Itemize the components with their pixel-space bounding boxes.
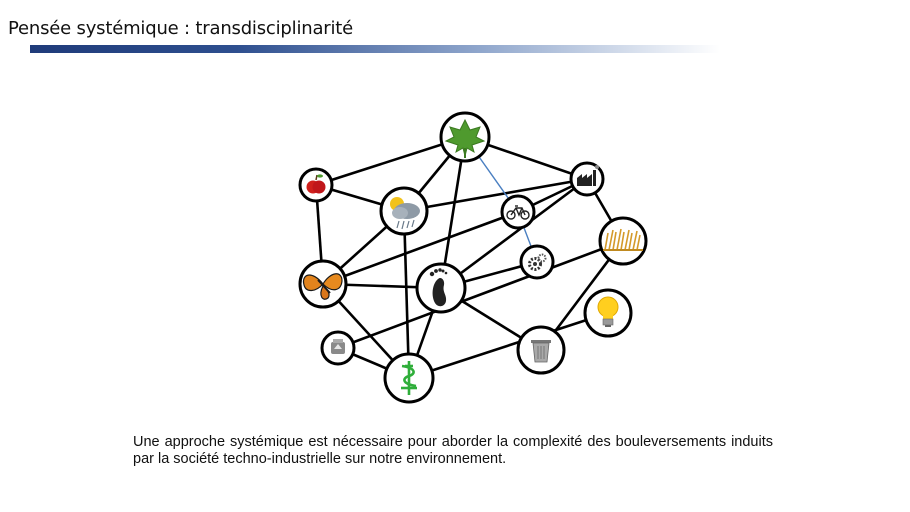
node-lightbulb — [583, 288, 633, 338]
title-underline-bar — [30, 45, 720, 53]
slide-title: Pensée systémique : transdisciplinarité — [8, 18, 354, 39]
pharmacy-caduceus-icon — [401, 361, 417, 395]
node-bicycle — [500, 194, 536, 230]
trash-can-icon — [531, 340, 551, 363]
network-edge-factory-footprint — [440, 177, 588, 290]
wheat-icon — [603, 228, 643, 251]
weather-icon — [390, 197, 420, 230]
network-nodes — [298, 111, 648, 404]
footprint-icon — [429, 268, 448, 307]
butterfly-icon — [302, 273, 343, 300]
node-leaf — [439, 111, 491, 163]
node-factory — [569, 161, 605, 197]
node-butterfly — [298, 259, 348, 309]
apple-icon — [306, 174, 326, 194]
network-edge-bicycle-butterfly — [322, 210, 519, 286]
node-recycle — [320, 330, 356, 366]
leaf-icon — [444, 118, 486, 158]
node-trash — [516, 325, 566, 375]
node-gear — [519, 244, 555, 280]
node-wheat — [598, 216, 648, 266]
network-edge-leaf-apple — [315, 135, 466, 187]
node-footprint — [415, 262, 467, 314]
network-edge-recycle-wheat — [337, 239, 624, 350]
recycle-icon — [331, 339, 345, 354]
gear-icon — [528, 253, 547, 271]
caption-text: Une approche systémique est nécessaire p… — [133, 434, 773, 467]
factory-icon — [577, 165, 599, 186]
node-weather — [379, 186, 429, 236]
network-edge-bulb-pharmacy — [408, 311, 609, 380]
lightbulb-icon — [597, 296, 619, 327]
network-edge-weather-pharmacy — [402, 210, 411, 379]
network-edge-weather-factory — [403, 177, 588, 213]
bicycle-icon — [506, 205, 530, 220]
node-apple — [298, 167, 334, 203]
node-pharmacy — [383, 352, 435, 404]
